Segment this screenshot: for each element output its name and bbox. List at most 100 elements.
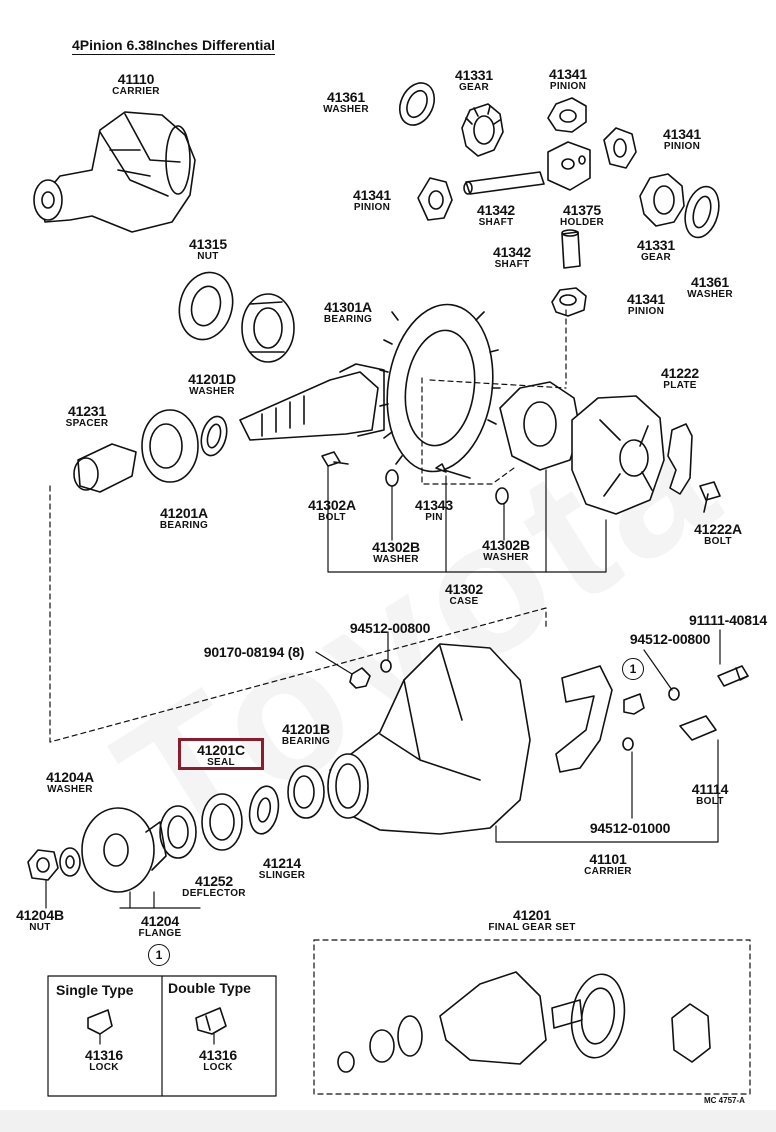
carrier-41101-housing-drawing[interactable]	[327, 643, 531, 835]
bearing-cap-drawing[interactable]	[555, 665, 613, 773]
gear-41331-top-drawing[interactable]	[461, 103, 504, 157]
slinger-41214-drawing[interactable]	[246, 784, 282, 836]
case-half-right-drawing[interactable]	[571, 395, 665, 515]
bearing-41201a-drawing[interactable]	[141, 409, 199, 483]
bearing-41301a-drawing[interactable]	[241, 293, 295, 363]
final-gear-set-drawing[interactable]	[337, 971, 711, 1073]
bearing-41201b-drawing[interactable]	[287, 765, 325, 819]
washer-94512-lower-drawing[interactable]	[622, 737, 634, 751]
shaft-41342-vertical-drawing[interactable]	[561, 229, 581, 269]
washer-41302b-left-drawing[interactable]	[385, 469, 399, 487]
pin-41343-drawing[interactable]	[435, 463, 471, 479]
gear-41331-right-drawing[interactable]	[639, 173, 685, 227]
pinion-41341-top-drawing[interactable]	[547, 97, 587, 133]
lock-single-type-title: Single Type	[56, 982, 134, 998]
callout-marker-carrier[interactable]: 1	[622, 658, 644, 680]
label-94512-00800-right[interactable]: 94512-00800	[629, 631, 711, 647]
holder-41375-drawing[interactable]	[547, 141, 591, 191]
final-gear-set-box	[313, 939, 751, 1095]
drawing-code: MC 4757-A	[704, 1096, 745, 1105]
washer-41302b-right-drawing[interactable]	[495, 487, 509, 505]
carrier-41110-drawing[interactable]	[33, 111, 196, 233]
nut-41315-drawing[interactable]	[172, 266, 240, 345]
spacer-41231-drawing[interactable]	[73, 443, 137, 493]
lock-double-drawing[interactable]	[195, 1007, 227, 1035]
lock-double-type-title: Double Type	[168, 980, 251, 996]
shaft-41342-horizontal-drawing[interactable]	[463, 171, 545, 195]
case-leader-lines	[327, 465, 607, 573]
ring-gear-drawing[interactable]	[377, 298, 503, 479]
assembly-dashed-lines	[49, 309, 567, 743]
page-footer-bar	[0, 1110, 776, 1132]
washer-94512-upper-left-drawing[interactable]	[380, 659, 392, 673]
case-half-left-drawing[interactable]	[499, 381, 581, 471]
washer-41204a-drawing[interactable]	[59, 847, 81, 877]
callout-marker-flange[interactable]: 1	[148, 944, 170, 966]
label-90170-08194[interactable]: 90170-08194 (8)	[203, 644, 305, 660]
washer-94512-upper-right-drawing[interactable]	[668, 687, 680, 701]
washer-41201d-drawing[interactable]	[197, 414, 231, 459]
flange-41204-drawing[interactable]	[81, 807, 167, 893]
nut-90170-drawing[interactable]	[349, 667, 371, 689]
nut-41204b-drawing[interactable]	[27, 849, 59, 881]
bolt-41222a-drawing[interactable]	[699, 481, 721, 513]
bolt-41114-drawing[interactable]	[679, 715, 717, 741]
seal-41201c-drawing[interactable]	[201, 793, 243, 851]
label-91111-40814[interactable]: 91111-40814	[688, 612, 768, 628]
carrier-leader-lines	[45, 629, 721, 909]
deflector-41252-drawing[interactable]	[159, 805, 197, 859]
lock-41316-drawing[interactable]	[623, 693, 645, 715]
bolt-41302a-drawing[interactable]	[321, 451, 349, 467]
drive-pinion-shaft-drawing[interactable]	[239, 363, 385, 441]
washer-41361-top-drawing[interactable]	[393, 77, 441, 130]
washer-41361-right-drawing[interactable]	[680, 183, 724, 242]
bolt-91111-drawing[interactable]	[717, 665, 749, 687]
pinion-41341-right-drawing[interactable]	[603, 127, 637, 169]
lock-single-drawing[interactable]	[87, 1009, 113, 1035]
pinion-41341-lower-drawing[interactable]	[551, 287, 587, 317]
label-94512-01000[interactable]: 94512-01000	[589, 820, 671, 836]
plate-41222-drawing[interactable]	[667, 423, 693, 495]
highlight-box-41201c	[178, 738, 264, 770]
pinion-41341-left-drawing[interactable]	[417, 177, 453, 221]
label-94512-00800-left[interactable]: 94512-00800	[349, 620, 431, 636]
